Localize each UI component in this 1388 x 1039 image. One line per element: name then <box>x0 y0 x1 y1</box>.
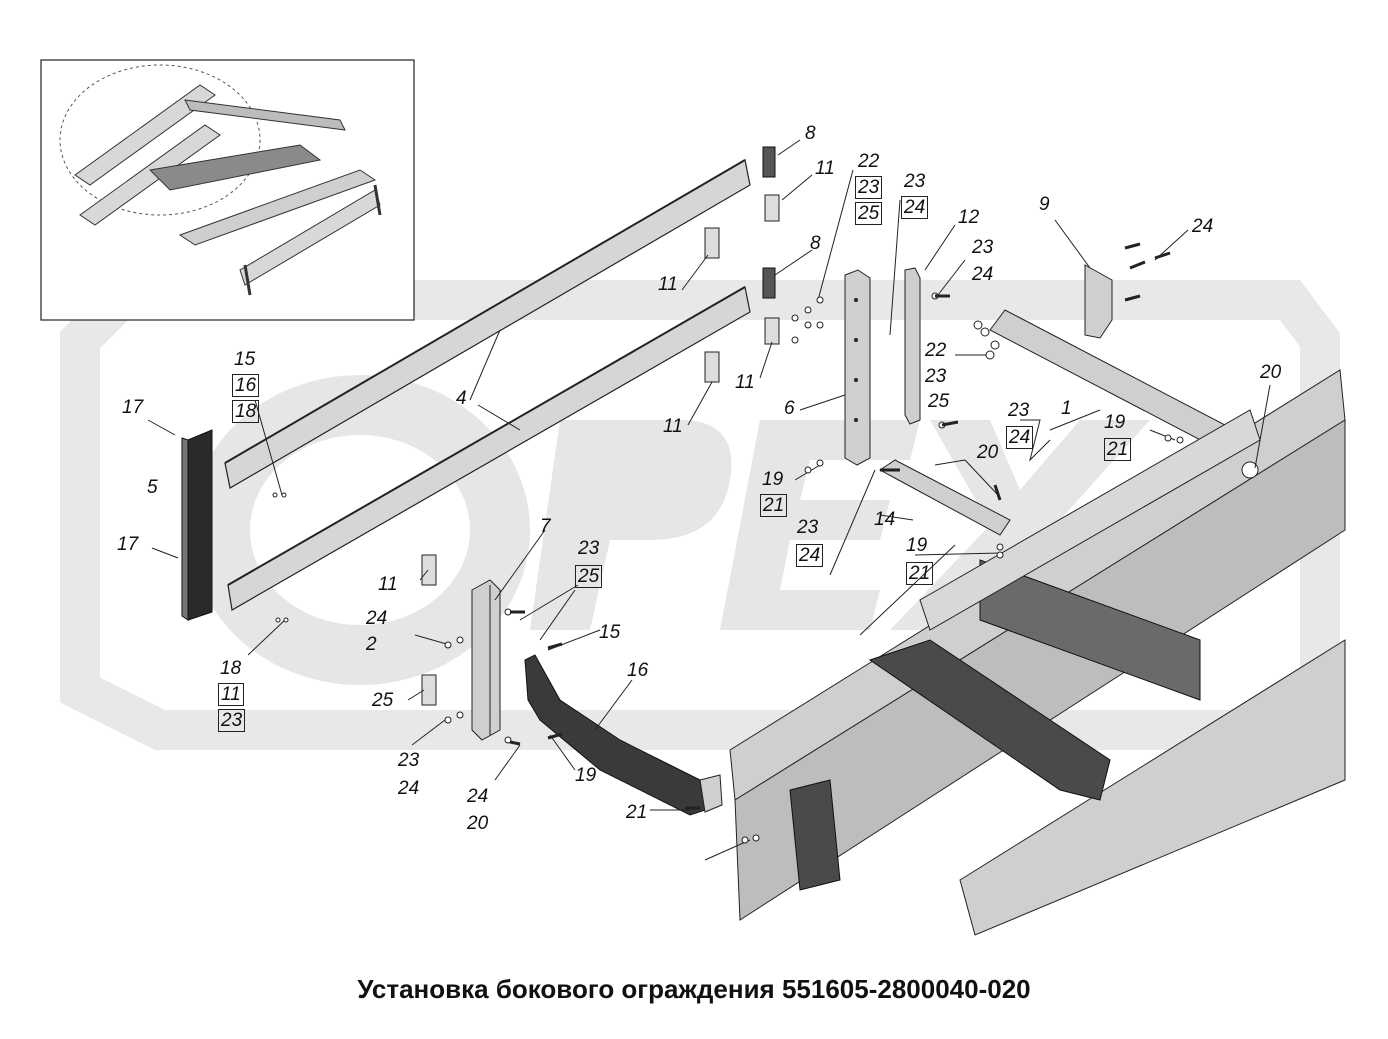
leader-lines <box>147 139 1271 861</box>
callout-11-top: 11 <box>815 158 835 179</box>
overview-inset <box>40 59 415 321</box>
bracket-12 <box>904 267 921 425</box>
callout-11-rail: 11 <box>663 416 683 437</box>
callout-11-upper-left: 11 <box>658 274 678 295</box>
callout-11-lower: 11 <box>378 574 398 595</box>
callout-24-lower-boxed: 24 <box>796 544 824 567</box>
callout-18-top-boxed: 18 <box>232 400 260 423</box>
gusset-9 <box>1084 264 1113 339</box>
callout-2: 16 <box>627 660 649 681</box>
callout-20-right: 20 <box>1260 362 1282 383</box>
callout-19-right: 19 <box>1104 412 1126 433</box>
callout-25-bottom: 24 <box>398 778 420 799</box>
callout-4: 4 <box>456 388 467 409</box>
callout-25-top-boxed: 25 <box>855 202 883 225</box>
callout-25-mid: 25 <box>928 391 950 412</box>
callout-19-mid: 19 <box>762 469 784 490</box>
callout-16-bottom-boxed: 11 <box>218 683 244 706</box>
callout-23-bottom: 23 <box>398 750 420 771</box>
callout-17-bottom: 17 <box>117 534 139 555</box>
end-panel-5 <box>181 429 213 621</box>
callout-8-top: 8 <box>805 123 816 144</box>
callout-16-top-boxed: 16 <box>232 374 260 397</box>
callout-1: 1 <box>1061 398 1072 419</box>
callout-24-bottom-right: 19 <box>575 765 597 786</box>
callout-22-mid: 22 <box>925 340 947 361</box>
lower-bracket-2 <box>524 654 723 816</box>
callout-21-right-boxed: 21 <box>1104 438 1132 461</box>
side-rail-upper <box>224 159 751 489</box>
bracket-6 <box>844 269 871 466</box>
callout-23-mid-right: 23 <box>925 366 947 387</box>
callout-23-bottom-mid: 24 <box>467 786 489 807</box>
callout-25-left: 2 <box>366 634 377 655</box>
callout-24-bracket7-boxed: 25 <box>575 565 603 588</box>
callout-5: 5 <box>147 477 158 498</box>
callout-18-bottom-boxed: 23 <box>218 709 246 732</box>
callout-8-mid: 8 <box>810 233 821 254</box>
spacer-blocks <box>421 146 780 706</box>
callout-9: 9 <box>1039 194 1050 215</box>
callout-24-gusset: 24 <box>1192 216 1214 237</box>
diagram-caption: Установка бокового ограждения 551605-280… <box>357 974 1031 1004</box>
truck-chassis-frame <box>729 369 1346 936</box>
callout-24-right: 24 <box>972 264 994 285</box>
callout-22-top: 22 <box>858 151 880 172</box>
callout-20-bottom: 21 <box>626 802 648 823</box>
fasteners <box>272 242 1184 844</box>
callout-15-bottom: 18 <box>220 658 242 679</box>
strut-14 <box>879 459 1011 536</box>
callout-20-mid: 20 <box>977 442 999 463</box>
callout-11-bottom: 25 <box>372 690 394 711</box>
callout-6: 6 <box>784 398 795 419</box>
callout-23-left: 24 <box>366 608 388 629</box>
callout-23-top-boxed: 23 <box>855 176 883 199</box>
callout-19-strut: 19 <box>906 535 928 556</box>
callout-21-mid-boxed: 21 <box>760 494 788 517</box>
callout-23-bracket7: 23 <box>578 538 600 559</box>
side-rail-lower <box>227 286 751 611</box>
callout-15-top: 15 <box>234 349 256 370</box>
callout-24-crossbar-boxed: 24 <box>1006 426 1034 449</box>
callout-17-top: 17 <box>122 397 144 418</box>
callout-23-mid: 23 <box>904 171 926 192</box>
callout-24-bracket2: 15 <box>599 622 621 643</box>
callout-24-mid-boxed: 24 <box>901 196 929 219</box>
callout-24-bottom-mid: 20 <box>467 813 489 834</box>
callout-21-strut-boxed: 21 <box>906 562 934 585</box>
callout-12: 12 <box>958 207 980 228</box>
callout-14: 14 <box>874 509 896 530</box>
callout-11-mid: 11 <box>735 372 755 393</box>
bracket-7 <box>471 579 501 741</box>
callout-23-right: 23 <box>972 237 994 258</box>
callout-23-lower: 23 <box>797 517 819 538</box>
callout-23-crossbar: 23 <box>1008 400 1030 421</box>
callout-7: 7 <box>540 516 551 537</box>
